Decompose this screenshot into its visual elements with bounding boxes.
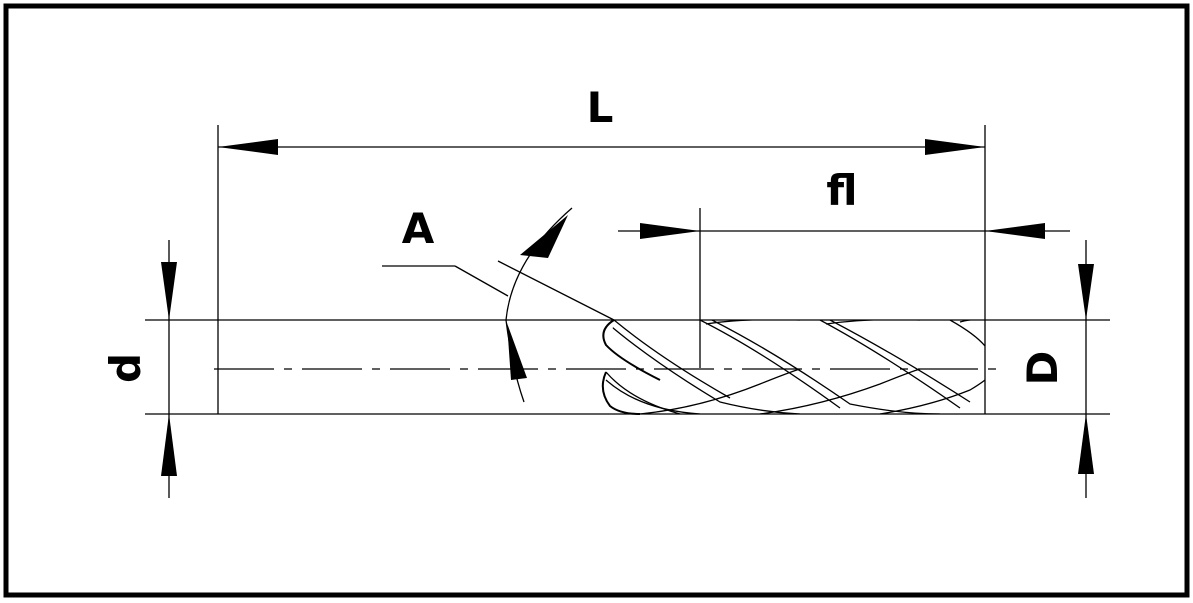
shank-outline [145,125,1110,415]
helix-angle-label: A [402,204,435,253]
helix-angle-dimension [382,207,615,403]
flute-length-label: fl [826,166,857,215]
flute-helix [605,320,985,414]
shank-diameter-label: d [101,353,150,383]
overall-length-dimension [218,139,985,155]
flute-length-dimension [618,208,1070,368]
cutting-diameter-dimension [1078,240,1094,498]
drawing-frame [3,3,1190,598]
shank-diameter-dimension [161,240,177,498]
overall-length-label: L [587,83,614,132]
tool-tip-profile [601,319,661,415]
cutting-diameter-label: D [1018,351,1067,386]
